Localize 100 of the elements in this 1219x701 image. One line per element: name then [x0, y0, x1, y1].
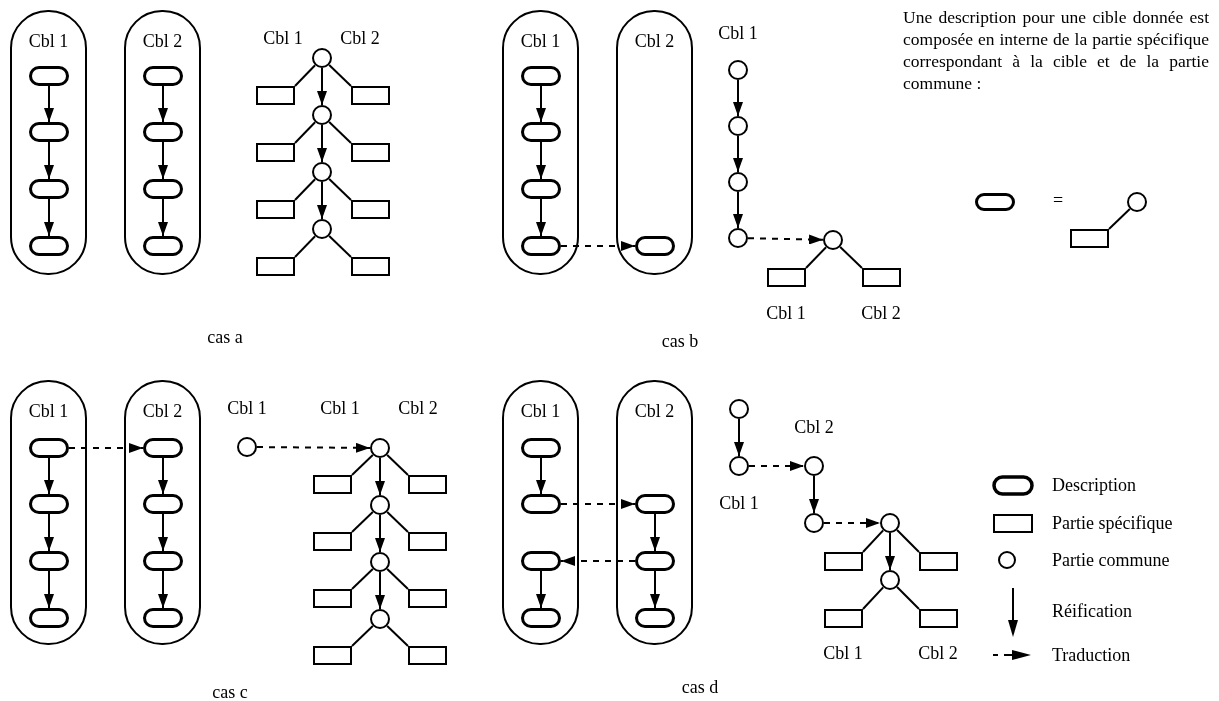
- arrow: [158, 570, 168, 609]
- specific-part-box: [408, 475, 447, 494]
- connector-line: [294, 235, 317, 258]
- specific-part-box: [313, 589, 352, 608]
- column-label: Cbl 2: [340, 29, 380, 47]
- description-pill: [635, 551, 675, 571]
- connector-line: [328, 234, 352, 258]
- dashed-arrow: [748, 461, 805, 471]
- dashed-arrow: [560, 241, 636, 251]
- case-caption: cas b: [661, 332, 699, 350]
- chain-label: Cbl 1: [227, 399, 267, 417]
- group-container: [616, 380, 693, 645]
- connector-line: [386, 567, 409, 590]
- common-part-circle: [729, 456, 749, 476]
- connector-line: [294, 121, 317, 144]
- group-container: [124, 380, 201, 645]
- column-label: Cbl 1: [263, 29, 303, 47]
- description-pill: [29, 236, 69, 256]
- description-pill: [143, 551, 183, 571]
- group-label: Cbl 2: [634, 402, 675, 420]
- connector-line: [896, 586, 920, 610]
- group-container: [502, 10, 579, 275]
- connector-line: [862, 529, 885, 553]
- dashed-arrow: [560, 499, 636, 509]
- case-caption: cas c: [212, 683, 248, 701]
- connector-line: [351, 510, 374, 533]
- group-label: Cbl 2: [634, 32, 675, 50]
- description-pill: [29, 494, 69, 514]
- group-container: [616, 10, 693, 275]
- description-pill: [635, 494, 675, 514]
- description-pill: [635, 608, 675, 628]
- common-part-circle: [728, 116, 748, 136]
- legend-label: Partie spécifique: [1052, 514, 1173, 532]
- arrow: [734, 418, 744, 457]
- legend-label: Réification: [1052, 602, 1132, 620]
- specific-part-box: [824, 609, 863, 628]
- connector-line: [328, 177, 352, 201]
- specific-part-box: [351, 200, 390, 219]
- description-pill: [29, 551, 69, 571]
- connector-line: [839, 245, 863, 269]
- specific-part-box: [919, 609, 958, 628]
- specific-part-box: [351, 257, 390, 276]
- arrow: [375, 514, 385, 553]
- arrow: [44, 198, 54, 237]
- arrow: [650, 513, 660, 552]
- description-pill: [521, 122, 561, 142]
- arrow: [44, 570, 54, 609]
- connector-line: [294, 64, 317, 87]
- common-part-circle: [728, 60, 748, 80]
- description-pill: [521, 494, 561, 514]
- dashed-arrow: [256, 442, 371, 453]
- description-pill: [635, 236, 675, 256]
- description-pill: [521, 236, 561, 256]
- chain-label: Cbl 2: [794, 418, 834, 436]
- description-pill: [143, 66, 183, 86]
- connector-line: [328, 120, 352, 144]
- connector-line: [896, 529, 920, 553]
- common-part-circle: [880, 570, 900, 590]
- group-container: [10, 10, 87, 275]
- common-part-circle: [370, 552, 390, 572]
- arrow: [536, 85, 546, 123]
- group-label: Cbl 1: [520, 402, 561, 420]
- description-pill: [29, 179, 69, 199]
- specific-part-box: [313, 475, 352, 494]
- description-pill: [29, 438, 69, 458]
- description-pill: [143, 438, 183, 458]
- description-pill: [521, 179, 561, 199]
- specific-part-box: [256, 257, 295, 276]
- connector-line: [386, 453, 409, 476]
- description-pill: [29, 608, 69, 628]
- specific-part-box: [351, 86, 390, 105]
- description-pill: [29, 66, 69, 86]
- arrow: [733, 135, 743, 173]
- connector-line: [328, 63, 352, 87]
- arrow: [44, 457, 54, 495]
- common-part-circle: [370, 438, 390, 458]
- common-part-circle: [729, 399, 749, 419]
- specific-part-box: [824, 552, 863, 571]
- connector-line: [351, 453, 374, 476]
- specific-part-box: [767, 268, 806, 287]
- common-part-circle: [312, 162, 332, 182]
- common-part-circle: [237, 437, 257, 457]
- common-part-circle: [728, 228, 748, 248]
- specific-part-box: [256, 200, 295, 219]
- description-pill: [29, 122, 69, 142]
- equals-sign: =: [1052, 191, 1064, 209]
- arrow: [317, 124, 327, 163]
- description-pill: [143, 236, 183, 256]
- column-label: Cbl 2: [918, 644, 958, 662]
- connector-line: [805, 246, 828, 269]
- group-container: [502, 380, 579, 645]
- specific-part-box: [408, 532, 447, 551]
- description-pill: [521, 608, 561, 628]
- common-part-circle: [728, 172, 748, 192]
- description-pill: [143, 494, 183, 514]
- column-label: Cbl 2: [398, 399, 438, 417]
- description-pill: [521, 66, 561, 86]
- arrow: [536, 198, 546, 237]
- chain-label: Cbl 1: [719, 494, 759, 512]
- group-label: Cbl 1: [520, 32, 561, 50]
